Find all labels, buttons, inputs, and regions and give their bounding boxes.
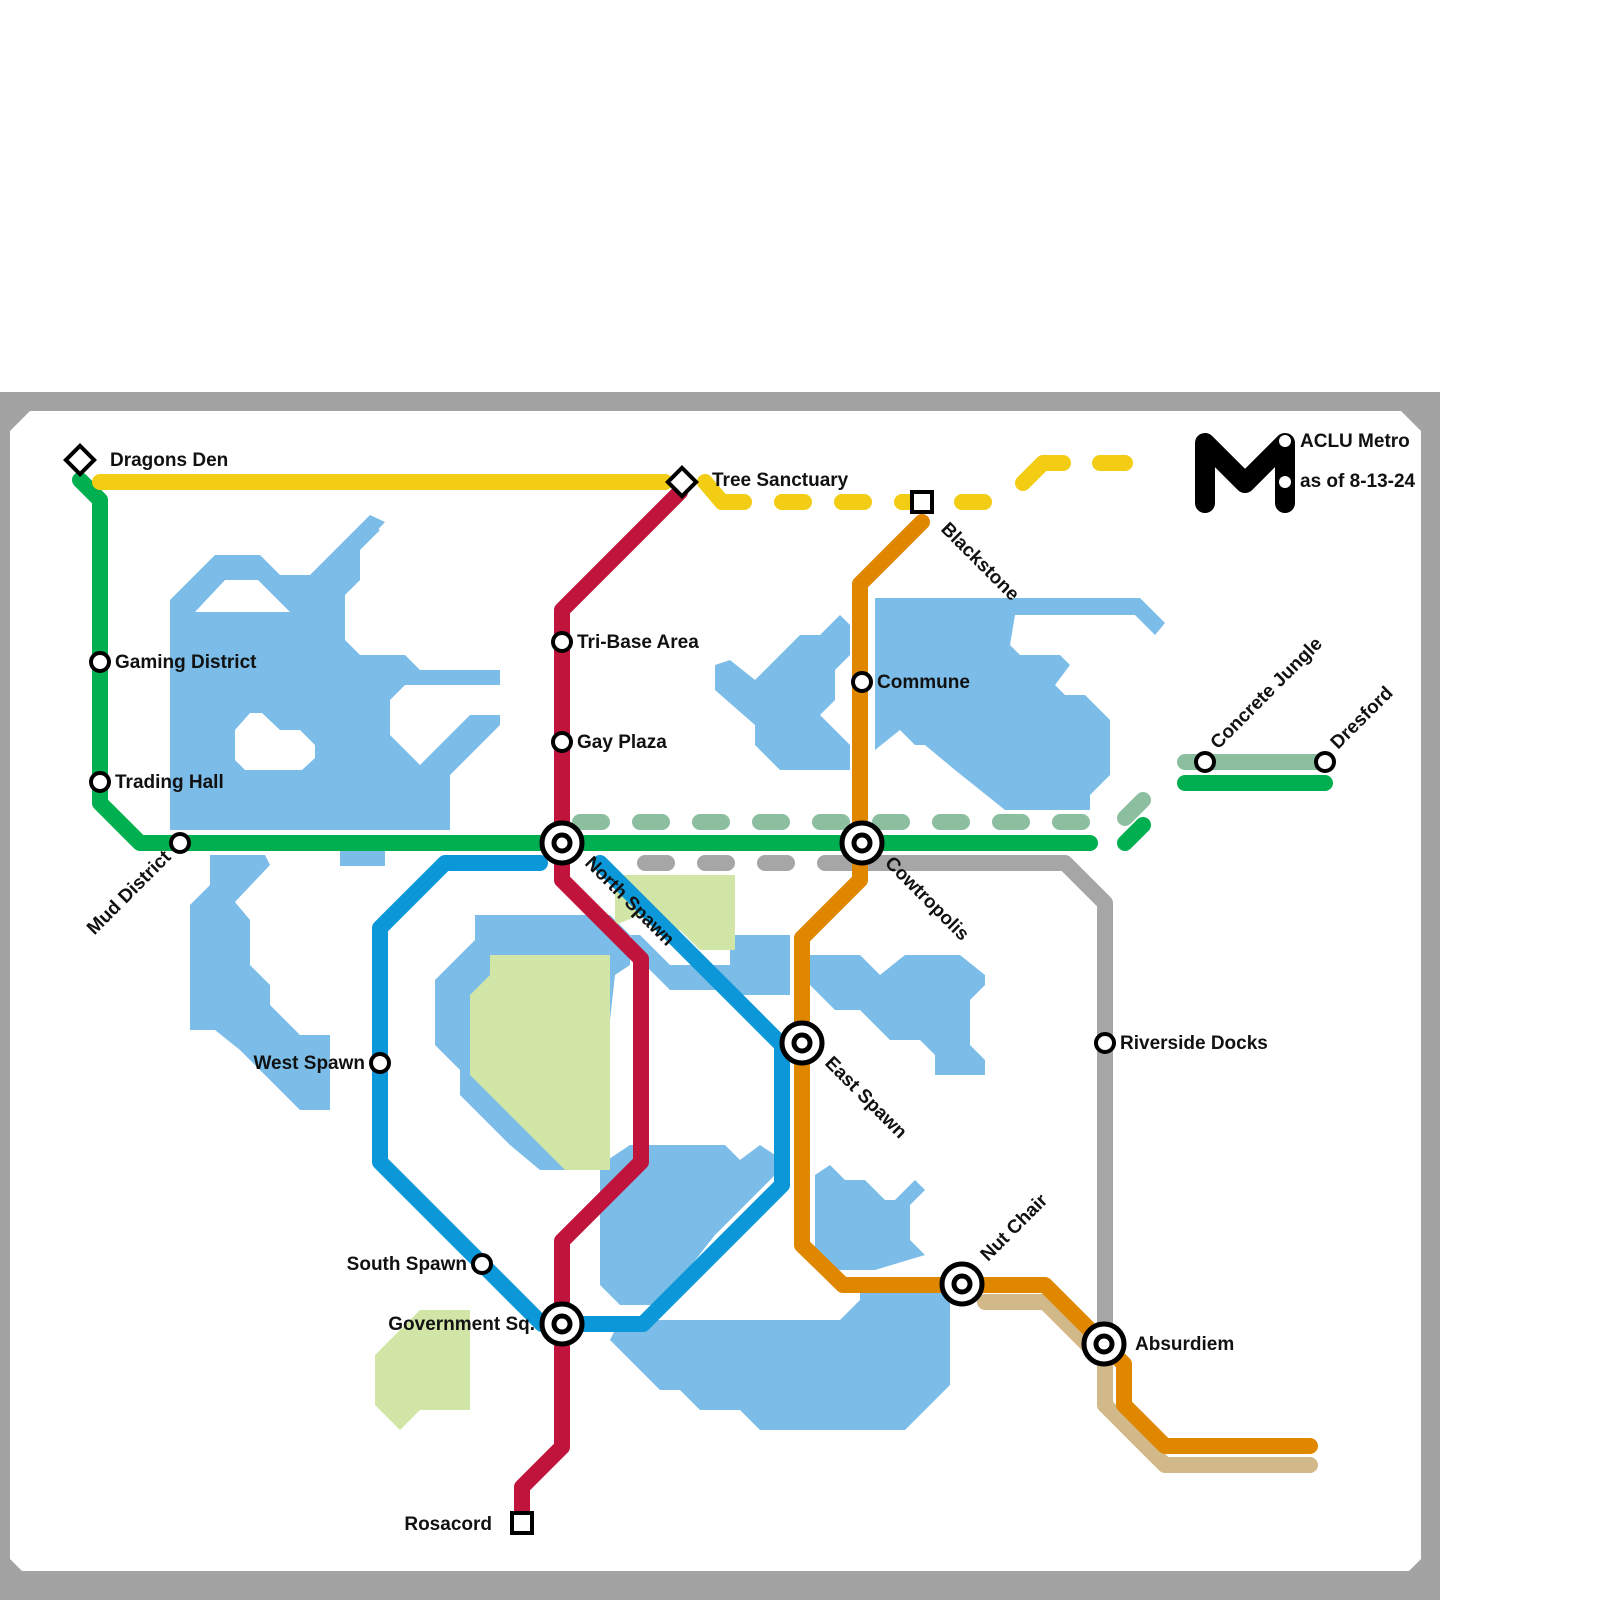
station-cowtropolis-interchange-icon[interactable] [839, 820, 885, 866]
line-sage-planned-end [1117, 792, 1151, 826]
label-absurdiem: Absurdiem [1135, 1334, 1234, 1355]
stations [63, 443, 1336, 1535]
station-government-sq-interchange-icon[interactable] [539, 1301, 585, 1347]
water-lake-northeast-1 [715, 615, 850, 770]
line-yellow-east [697, 474, 730, 510]
park-areas [375, 875, 735, 1430]
water-lake-south [610, 1285, 950, 1430]
label-rosacord: Rosacord [404, 1514, 492, 1535]
label-west-spawn: West Spawn [253, 1053, 365, 1074]
label-dragons-den: Dragons Den [110, 450, 228, 471]
label-nut-chair: Nut Chair [977, 1190, 1053, 1266]
station-west-spawn-icon[interactable] [369, 1052, 391, 1074]
station-tree-sanctuary-terminal-icon[interactable] [665, 465, 699, 499]
station-concrete-jungle-icon[interactable] [1194, 751, 1216, 773]
station-mud-district-icon[interactable] [169, 832, 191, 854]
logo-dot-top-icon [1279, 435, 1291, 447]
water-lake-southeast [600, 1145, 775, 1305]
label-government-sq: Government Sq. [388, 1314, 535, 1335]
label-tri-base-area: Tri-Base Area [577, 632, 699, 653]
logo-dot-bottom-icon [1279, 476, 1291, 488]
station-tri-base-area-icon[interactable] [551, 631, 573, 653]
water-lake-west [190, 855, 330, 1110]
water-river-northwest [310, 515, 385, 590]
station-dresford-icon[interactable] [1314, 751, 1336, 773]
metro-logo: ACLU Metro as of 8-13-24 [1195, 431, 1416, 513]
station-gay-plaza-icon[interactable] [551, 731, 573, 753]
station-east-spawn-interchange-icon[interactable] [779, 1020, 825, 1066]
logo-m-icon [1195, 433, 1295, 513]
label-blackstone: Blackstone [936, 519, 1023, 606]
line-gray [822, 855, 1113, 1353]
label-riverside-docks: Riverside Docks [1120, 1033, 1268, 1054]
label-tree-sanctuary: Tree Sanctuary [712, 470, 849, 491]
line-green-stub [1117, 817, 1151, 851]
water-lake-northeast-3 [875, 600, 1090, 790]
station-blackstone-terminal-icon[interactable] [910, 490, 934, 514]
line-red [514, 484, 688, 1526]
park-central [470, 955, 610, 1170]
station-north-spawn-interchange-icon[interactable] [539, 820, 585, 866]
water-lake-south-east-bay [815, 1165, 925, 1270]
water-lake-northwest [170, 525, 500, 830]
park-south [375, 1310, 470, 1430]
line-tan [977, 1294, 1318, 1473]
label-dresford: Dresford [1327, 683, 1398, 754]
water-lake-east [810, 955, 985, 1075]
line-yellow-planned-end [1015, 455, 1071, 491]
legend-title: ACLU Metro [1300, 431, 1410, 452]
station-riverside-docks-icon[interactable] [1094, 1032, 1116, 1054]
station-nut-chair-interchange-icon[interactable] [939, 1261, 985, 1307]
station-absurdiem-interchange-icon[interactable] [1081, 1321, 1127, 1367]
station-gaming-district-icon[interactable] [89, 651, 111, 673]
label-concrete-jungle: Concrete Jungle [1207, 633, 1327, 753]
station-dragons-den-terminal-icon[interactable] [63, 443, 97, 477]
park-north [615, 875, 735, 950]
label-commune: Commune [877, 672, 970, 693]
line-green [72, 472, 1098, 851]
water-pool-small [340, 850, 385, 866]
label-south-spawn: South Spawn [347, 1254, 467, 1275]
station-south-spawn-icon[interactable] [471, 1253, 493, 1275]
line-blue [372, 855, 790, 1332]
label-gay-plaza: Gay Plaza [577, 732, 667, 753]
label-gaming-district: Gaming District [115, 652, 257, 673]
label-east-spawn: East Spawn [820, 1053, 910, 1143]
legend-date: as of 8-13-24 [1300, 471, 1416, 492]
station-trading-hall-icon[interactable] [89, 771, 111, 793]
label-trading-hall: Trading Hall [115, 772, 224, 793]
station-commune-icon[interactable] [851, 671, 873, 693]
label-mud-district: Mud District [83, 846, 176, 939]
station-rosacord-terminal-icon[interactable] [510, 1511, 534, 1535]
